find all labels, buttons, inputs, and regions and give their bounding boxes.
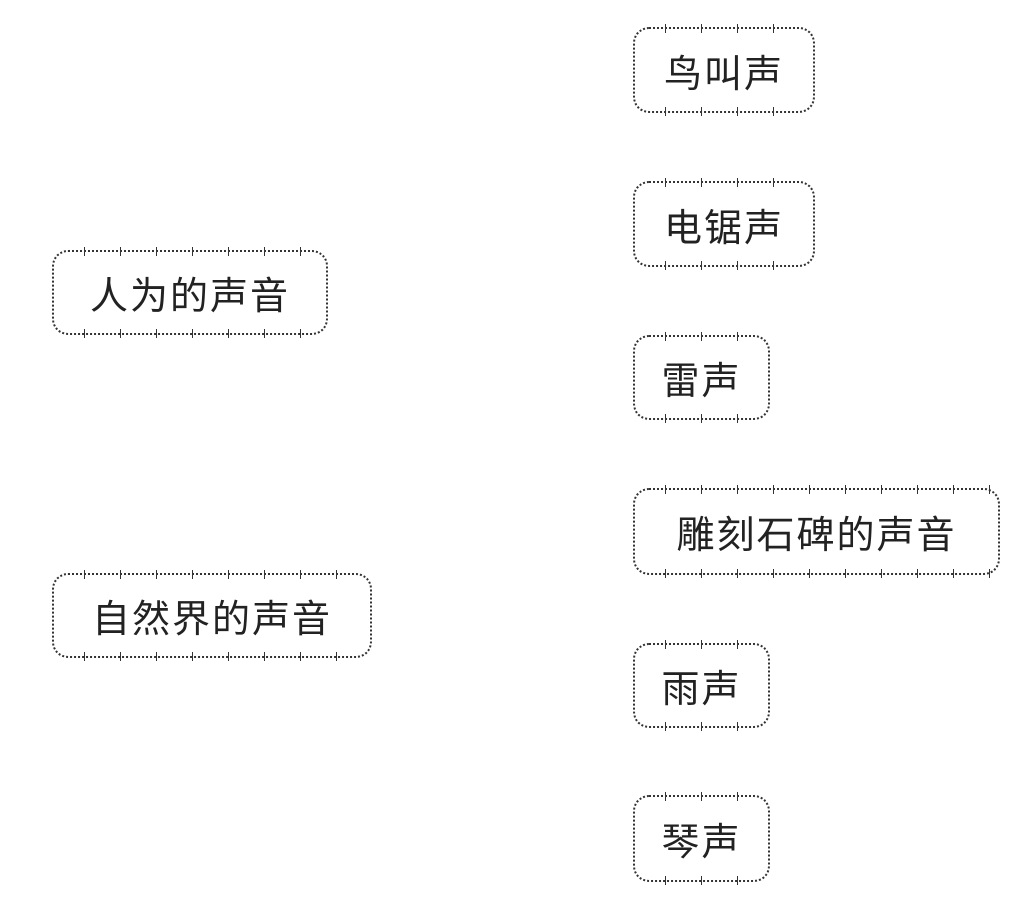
category-box-human-sounds[interactable]: 人为的声音 xyxy=(52,247,328,338)
item-box-bird-call[interactable]: 鸟叫声 xyxy=(633,24,815,116)
item-box-piano[interactable]: 琴声 xyxy=(633,792,770,885)
item-box-thunder[interactable]: 雷声 xyxy=(633,332,770,423)
category-box-nature-sounds[interactable]: 自然界的声音 xyxy=(52,570,372,661)
item-box-chainsaw[interactable]: 电锯声 xyxy=(633,178,815,270)
item-box-stone-carving[interactable]: 雕刻石碑的声音 xyxy=(633,485,1000,578)
item-box-rain[interactable]: 雨声 xyxy=(633,640,770,731)
